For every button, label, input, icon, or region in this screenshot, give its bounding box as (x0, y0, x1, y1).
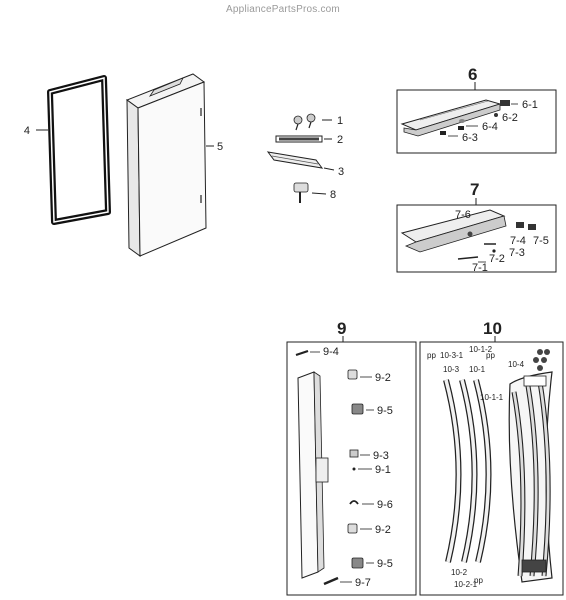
label-9-3: 9-3 (373, 450, 389, 462)
group-title-7: 7 (470, 180, 479, 199)
part-label-8: 8 (330, 189, 336, 201)
label-7-4: 7-4 (510, 235, 526, 247)
leader-line (311, 192, 327, 195)
door-panel[interactable] (125, 73, 207, 257)
label-10-3-1: 10-3-1 (440, 351, 464, 360)
door-frame-tray[interactable] (508, 371, 553, 583)
door-frame-rails[interactable] (443, 379, 492, 563)
label-9-4: 9-4 (323, 346, 339, 358)
label-7-5: 7-5 (533, 235, 549, 247)
lower-cover-assembly[interactable] (400, 209, 536, 260)
part-label-3: 3 (338, 166, 344, 178)
part-label-5: 5 (217, 141, 223, 153)
label-10-3: 10-3 (443, 365, 460, 374)
label-10-2-1: 10-2-1 (454, 580, 478, 589)
part-label-4: 4 (24, 125, 30, 137)
label-9-2: 9-2 (375, 372, 391, 384)
label-7-2: 7-2 (489, 253, 505, 265)
label-6-3: 6-3 (462, 132, 478, 144)
label-9-6: 9-6 (377, 499, 393, 511)
svg-text:pp: pp (486, 351, 495, 360)
small-parts-9[interactable] (295, 349, 364, 586)
label-6-1: 6-1 (522, 99, 538, 111)
label-9-5-b: 9-5 (377, 558, 393, 570)
svg-text:pp: pp (427, 351, 436, 360)
group-box-10 (419, 341, 564, 596)
label-10-2: 10-2 (451, 568, 468, 577)
group-title-6: 6 (468, 65, 477, 84)
label-9-7: 9-7 (355, 577, 371, 589)
group-box-6 (396, 89, 557, 154)
door-gasket[interactable] (47, 75, 111, 225)
small-parts-10[interactable]: pp pp pp (427, 349, 550, 585)
group-box-9 (286, 341, 417, 596)
label-9-1: 9-1 (375, 464, 391, 476)
label-6-2: 6-2 (502, 112, 518, 124)
screw-set[interactable] (293, 113, 316, 131)
part-label-2: 2 (337, 134, 343, 146)
watermark-text: AppliancePartsPros.com (226, 4, 340, 15)
label-10-4: 10-4 (508, 360, 525, 369)
svg-text:pp: pp (474, 576, 483, 585)
door-trim-bar[interactable] (266, 151, 324, 169)
part-label-1: 1 (337, 115, 343, 127)
label-6-4: 6-4 (482, 121, 498, 133)
upper-cover-assembly[interactable] (400, 99, 510, 137)
group-title-10: 10 (483, 319, 502, 338)
label-7-3: 7-3 (509, 247, 525, 259)
label-10-1: 10-1 (469, 365, 486, 374)
label-7-6: 7-6 (455, 209, 471, 221)
label-9-2-b: 9-2 (375, 524, 391, 536)
group-title-9: 9 (337, 319, 346, 338)
group-box-7 (396, 204, 557, 273)
leader-line (323, 167, 335, 171)
hinge-strip[interactable] (275, 135, 323, 143)
label-10-1-1: 10-1-1 (480, 393, 504, 402)
label-10-1-2: 10-1-2 (469, 345, 493, 354)
hinge-pin[interactable] (293, 182, 309, 203)
label-9-5: 9-5 (377, 405, 393, 417)
label-7-1: 7-1 (472, 262, 488, 274)
door-handle-cover[interactable] (297, 371, 329, 579)
